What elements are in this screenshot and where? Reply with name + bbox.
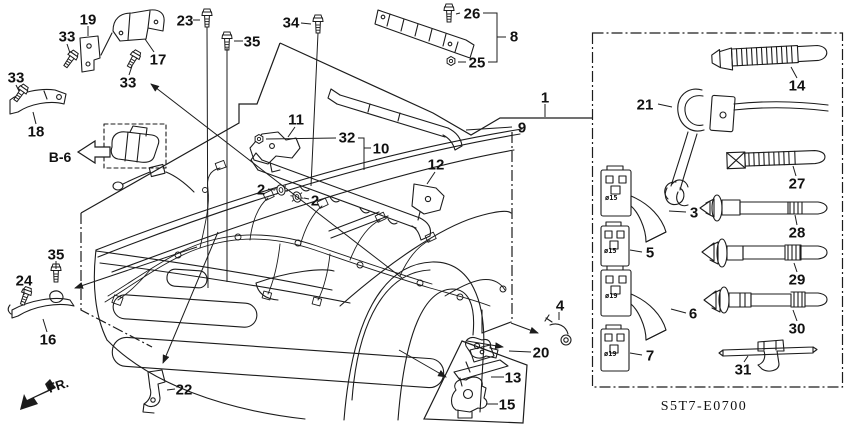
callout-label-33: 33 — [8, 70, 25, 87]
part-29-cable-tie — [701, 238, 828, 268]
callout-label-4: 4 — [556, 298, 565, 315]
part-6-tube-connector — [600, 265, 667, 341]
callout-label-26: 26 — [464, 6, 481, 23]
part-3-tube-connector — [600, 165, 667, 243]
callout-label-11: 11 — [288, 112, 304, 129]
front-direction-label: FR. — [46, 375, 71, 396]
part-9-stay — [327, 88, 463, 151]
callout-label-2: 2 — [257, 182, 265, 199]
callout-label-33: 33 — [120, 75, 137, 92]
connector-size-label: ø15 — [604, 247, 617, 255]
callout-label-35: 35 — [48, 247, 65, 264]
callout-label-28: 28 — [789, 225, 806, 242]
lower-parts-enclosure — [423, 340, 528, 424]
callout-label-34: 34 — [283, 15, 300, 32]
car-outline — [93, 128, 523, 421]
part-10-stay — [250, 152, 432, 241]
part-27-cable-tie — [726, 150, 826, 170]
callout-label-27: 27 — [789, 176, 806, 193]
part-22-bracket — [142, 369, 166, 414]
callout-label-33: 33 — [59, 29, 76, 46]
part-28-cable-tie — [699, 194, 828, 222]
connector-size-label: ø19 — [605, 292, 618, 300]
callout-label-18: 18 — [28, 124, 45, 141]
callout-label-15: 15 — [499, 397, 516, 414]
callout-label-1: 1 — [541, 90, 549, 107]
b6-connector-pigtail — [112, 163, 195, 193]
part-12-bracket — [411, 183, 445, 221]
connector-size-label: ø15 — [605, 194, 618, 202]
part-15-bracket — [450, 376, 488, 419]
callout-label-24: 24 — [16, 273, 33, 290]
part-31-clip — [718, 339, 818, 372]
part-11-bracket — [249, 131, 301, 173]
part-5-connector — [600, 221, 630, 267]
callout-labels: 1223456789101112131415161718192021222324… — [8, 6, 806, 414]
callout-label-17: 17 — [150, 52, 167, 69]
hardware-panel-box — [591, 32, 844, 388]
callout-label-10: 10 — [373, 141, 390, 158]
reference-arrows — [74, 83, 539, 378]
fr-direction-arrow — [20, 379, 56, 410]
diagram-code: S5T7-E0700 — [661, 399, 748, 414]
callout-label-6: 6 — [689, 306, 697, 323]
callout-label-32: 32 — [339, 130, 356, 147]
callout-label-20: 20 — [533, 345, 550, 362]
callout-label-31: 31 — [735, 362, 752, 379]
callout-label-14: 14 — [789, 78, 806, 95]
engine-wire-harness — [104, 160, 507, 307]
callout-label-30: 30 — [789, 321, 806, 338]
b6-direction-arrow — [76, 139, 111, 165]
callout-label-12: 12 — [428, 157, 445, 174]
callout-label-7: 7 — [646, 348, 654, 365]
callout-label-3: 3 — [690, 205, 698, 222]
b6-relay — [103, 123, 167, 169]
callout-label-2: 2 — [311, 193, 319, 210]
part-20-clip — [465, 336, 499, 359]
callout-label-29: 29 — [789, 272, 806, 289]
connector-size-label: ø19 — [604, 350, 617, 358]
callout-label-13: 13 — [505, 370, 522, 387]
part-14-cable-tie — [711, 44, 828, 71]
part-4-pigtail — [544, 314, 572, 346]
leader-lines — [15, 12, 798, 405]
part-17-cover — [112, 9, 165, 42]
callout-label-25: 25 — [469, 55, 486, 72]
part-30-cable-tie — [703, 286, 828, 314]
part-21-harness-holder — [664, 88, 829, 207]
callout-label-22: 22 — [176, 382, 193, 399]
callout-label-9: 9 — [518, 120, 526, 137]
section-ref-label: B-6 — [49, 149, 72, 165]
part-19-bracket — [79, 32, 113, 73]
callout-label-23: 23 — [177, 13, 194, 30]
callout-label-8: 8 — [510, 29, 518, 46]
callout-label-21: 21 — [637, 97, 654, 114]
connector-size-labels: ø15 ø15 ø19 ø19 — [604, 194, 618, 358]
part-8-bracket — [374, 9, 475, 59]
main-illustration-border — [80, 42, 592, 348]
callout-label-16: 16 — [40, 332, 57, 349]
callout-label-35: 35 — [244, 34, 261, 51]
part-7-connector — [600, 324, 630, 372]
callout-label-19: 19 — [80, 12, 97, 29]
callout-label-5: 5 — [646, 245, 654, 262]
part-16-stay — [7, 290, 75, 319]
